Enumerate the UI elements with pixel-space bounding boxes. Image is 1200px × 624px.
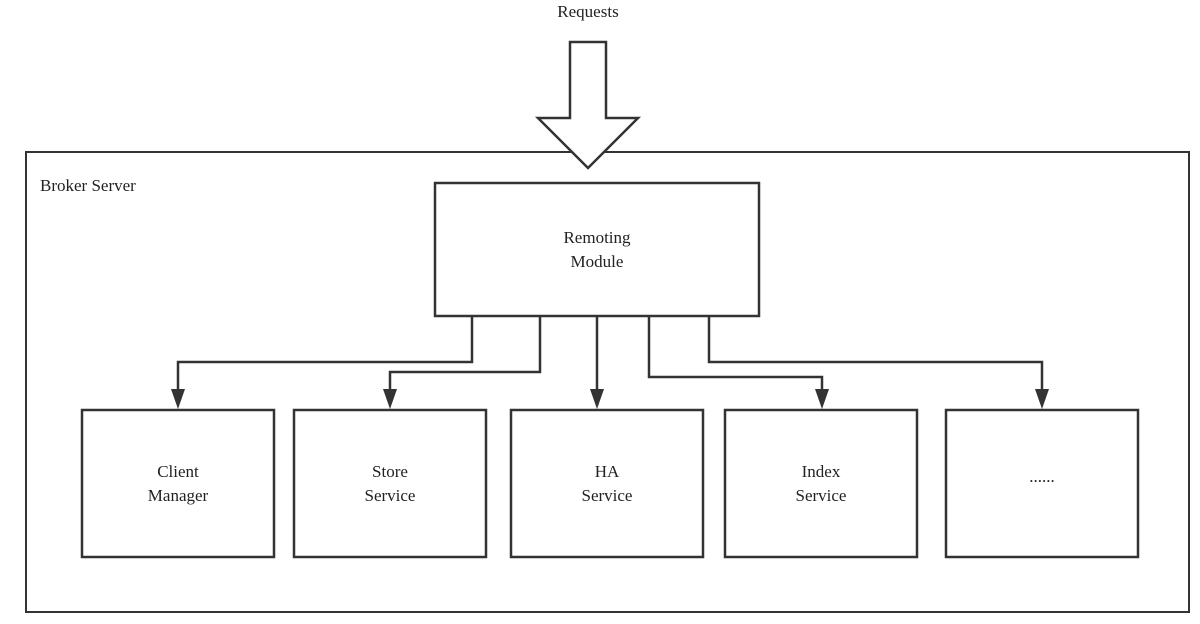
connector-more-services xyxy=(707,316,1044,394)
arrowhead-ha-service xyxy=(590,389,604,409)
store-service-label: Store Service xyxy=(294,410,486,557)
ha-service-line1: HA xyxy=(594,461,620,481)
remoting-module-line1: Remoting xyxy=(563,227,631,247)
remoting-module-label: Remoting Module xyxy=(435,183,759,318)
broker-server-label: Broker Server xyxy=(40,176,136,195)
more-services-box xyxy=(944,408,1140,559)
index-service-line1: Index xyxy=(801,461,841,481)
arrowhead-index-service xyxy=(815,389,829,409)
index-service-label: Index Service xyxy=(725,410,917,557)
client-manager-label: Client Manager xyxy=(82,410,274,557)
more-services-line1: ...... xyxy=(1029,466,1055,486)
requests-arrow xyxy=(534,40,642,170)
arrowhead-client-manager xyxy=(171,389,185,409)
client-manager-line1: Client xyxy=(157,461,199,481)
client-manager-box xyxy=(80,408,276,559)
ha-service-line2: Service xyxy=(581,485,633,505)
connector-client-manager xyxy=(176,316,474,394)
arrowhead-store-service xyxy=(383,389,397,409)
ha-service-label: HA Service xyxy=(511,410,703,557)
connector-store-service xyxy=(388,316,542,394)
client-manager-line2: Manager xyxy=(147,485,209,505)
arrowhead-more-services xyxy=(1035,389,1049,409)
more-services-label: ...... xyxy=(946,410,1138,557)
store-service-line1: Store xyxy=(372,461,408,481)
connector-index-service xyxy=(647,316,824,394)
index-service-box xyxy=(723,408,919,559)
remoting-module-line2: Module xyxy=(570,251,624,271)
store-service-box xyxy=(292,408,488,559)
requests-label: Requests xyxy=(557,2,619,21)
index-service-line2: Service xyxy=(795,485,847,505)
broker-server-container xyxy=(25,151,1190,613)
store-service-line2: Service xyxy=(364,485,416,505)
ha-service-box xyxy=(509,408,705,559)
remoting-module-box xyxy=(433,181,761,318)
